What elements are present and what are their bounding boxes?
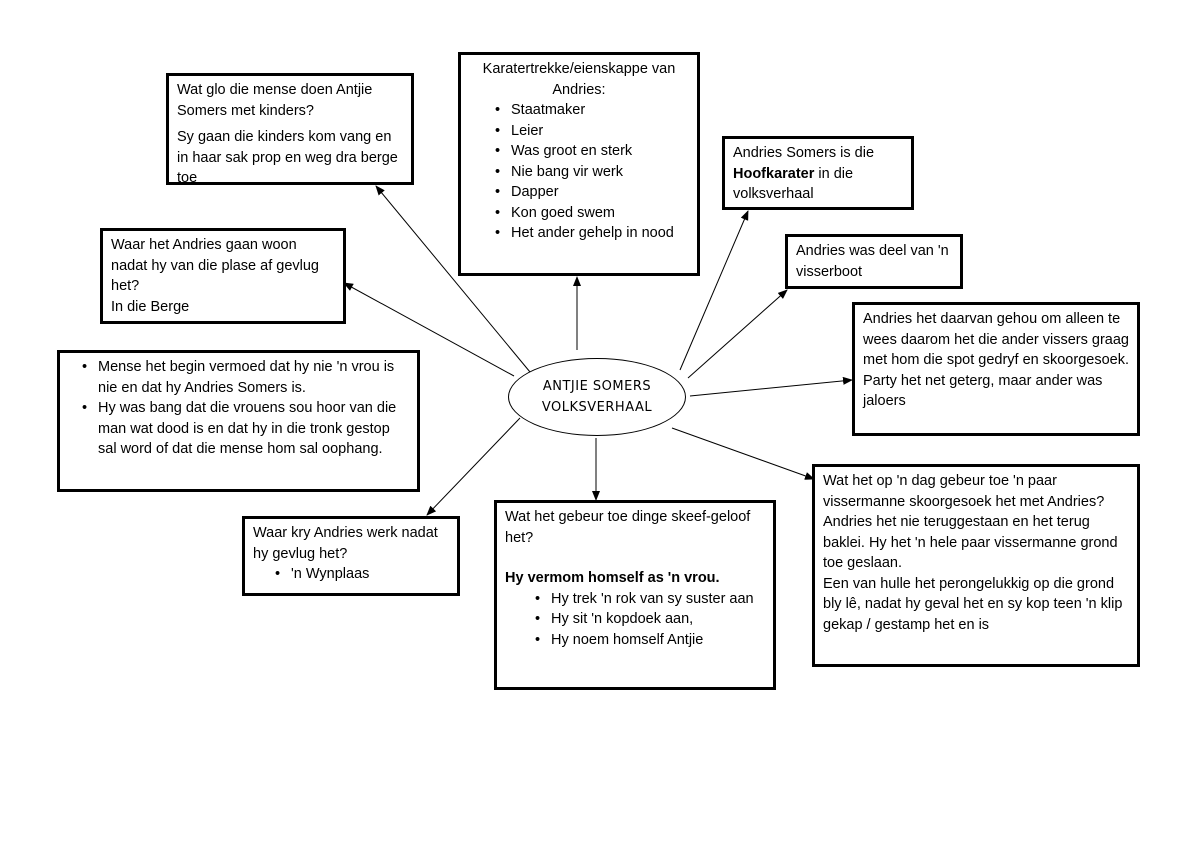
karaktertrekke-heading: Karatertrekke/eienskappe van Andries: [482, 61, 676, 98]
hoofkarakter-after: in die volksverhaal [733, 165, 854, 203]
arrow-to-hoofkarakter [679, 210, 749, 371]
list-item: Kon goed swem [489, 203, 689, 224]
visserboot-text: Andries was deel van 'n visserboot [796, 243, 949, 280]
hoofkarakter-before: Andries Somers is die [733, 145, 875, 161]
box-skeef: Wat het gebeur toe dinge skeef-geloof he… [494, 500, 776, 690]
list-item: 'n Wynplaas [269, 564, 449, 585]
dag-line2: Andries het nie teruggestaan en het teru… [823, 514, 1118, 571]
center-title-line2: VOLKSVERHAAL [541, 400, 653, 415]
dag-line3: Een van hulle het perongelukkig op die g… [823, 575, 1123, 633]
dag-line1: Wat het op 'n dag gebeur toe 'n paar vis… [823, 473, 1105, 510]
list-item: Dapper [489, 182, 689, 203]
mense-answer: Sy gaan die kinders kom vang en in haar … [177, 129, 398, 185]
box-dag: Wat het op 'n dag gebeur toe 'n paar vis… [812, 464, 1140, 667]
box-werk: Waar kry Andries werk nadat hy gevlug he… [242, 516, 460, 596]
center-topic: ANTJIE SOMERS VOLKSVERHAAL [508, 358, 686, 436]
box-vermoed: Mense het begin vermoed dat hy nie 'n vr… [57, 350, 420, 492]
list-item: Het ander gehelp in nood [489, 223, 689, 244]
list-item: Hy was bang dat die vrouens sou hoor van… [76, 398, 409, 460]
werk-list: 'n Wynplaas [253, 564, 449, 585]
box-hoofkarakter: Andries Somers is die Hoofkarater in die… [722, 136, 914, 210]
box-alleen: Andries het daarvan gehou om alleen te w… [852, 302, 1140, 436]
arrow-to-werk [426, 417, 521, 516]
list-item: Hy trek 'n rok van sy suster aan [529, 589, 765, 610]
list-item: Leier [489, 121, 689, 142]
woon-question: Waar het Andries gaan woon nadat hy van … [111, 237, 319, 294]
hoofkarakter-bold: Hoofkarater [733, 165, 815, 182]
arrow-to-mense [375, 185, 531, 373]
karaktertrekke-list: Staatmaker Leier Was groot en sterk Nie … [469, 100, 689, 244]
list-item: Mense het begin vermoed dat hy nie 'n vr… [76, 357, 409, 398]
box-woon: Waar het Andries gaan woon nadat hy van … [100, 228, 346, 324]
list-item: Staatmaker [489, 100, 689, 121]
vermoed-list: Mense het begin vermoed dat hy nie 'n vr… [68, 357, 409, 460]
box-karaktertrekke: Karatertrekke/eienskappe van Andries: St… [458, 52, 700, 276]
alleen-line1: Andries het daarvan gehou om alleen te w… [863, 311, 1129, 368]
list-item: Hy noem homself Antjie [529, 630, 765, 651]
skeef-question: Wat het gebeur toe dinge skeef-geloof he… [505, 509, 751, 546]
woon-answer: In die Berge [111, 298, 190, 315]
mense-question: Wat glo die mense doen Antjie Somers met… [177, 82, 373, 119]
arrow-to-alleen [689, 376, 853, 397]
box-visserboot: Andries was deel van 'n visserboot [785, 234, 963, 289]
list-item: Nie bang vir werk [489, 162, 689, 183]
werk-question: Waar kry Andries werk nadat hy gevlug he… [253, 525, 438, 562]
skeef-list: Hy trek 'n rok van sy suster aan Hy sit … [505, 589, 765, 651]
box-mense: Wat glo die mense doen Antjie Somers met… [166, 73, 414, 185]
alleen-line2: Party het net geterg, maar ander was jal… [863, 372, 1103, 410]
list-item: Hy sit 'n kopdoek aan, [529, 609, 765, 630]
center-title-line1: ANTJIE SOMERS [542, 379, 652, 394]
arrow-to-dag [671, 427, 815, 480]
arrow-to-woon [343, 282, 515, 377]
arrow-to-visserboot [687, 289, 788, 379]
skeef-bold: Hy vermom homself as 'n vrou. [505, 570, 720, 586]
list-item: Was groot en sterk [489, 141, 689, 162]
hoofkarakter-text: Andries Somers is die Hoofkarater in die… [733, 143, 903, 205]
